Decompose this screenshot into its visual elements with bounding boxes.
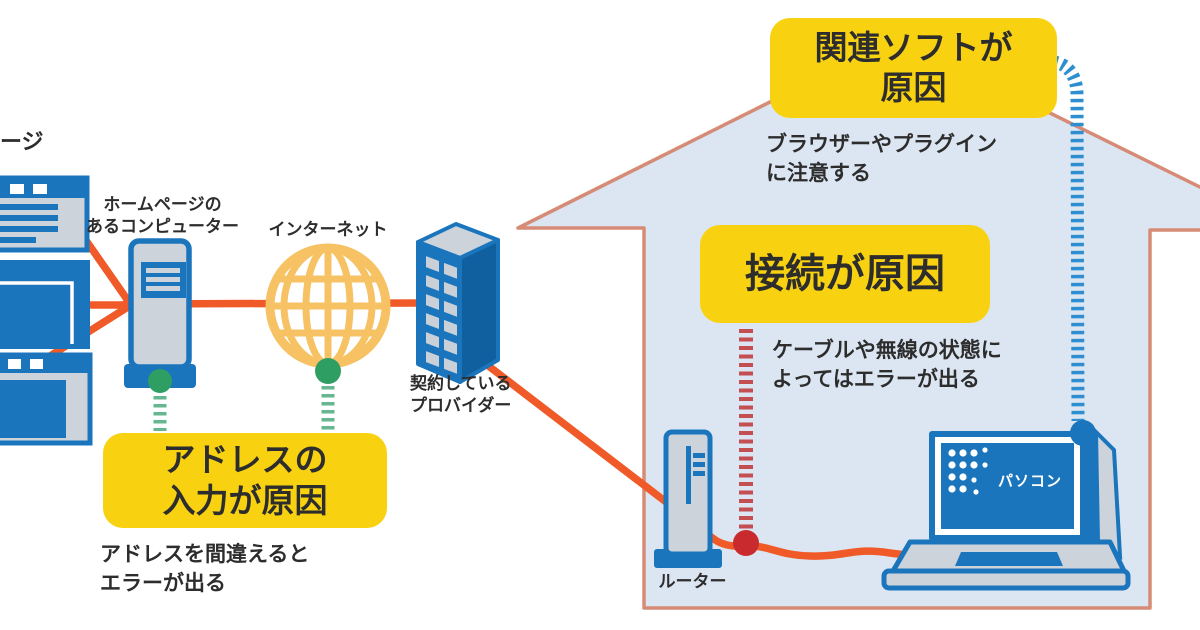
note-software-cause: ブラウザーやプラグイン に注意する (766, 133, 997, 186)
homepage-computer-label: ホームページの あるコンピューター (86, 195, 239, 237)
router-label: ルーター (658, 572, 727, 591)
green-dot-server (148, 369, 172, 393)
pc-dots-logo (948, 447, 988, 495)
browser-window-icon-3 (0, 352, 93, 446)
pc-label: パソコン (998, 473, 1063, 490)
callout-address-cause: アドレスの 入力が原因 (103, 433, 387, 528)
callout-connection-cause: 接続が原因 (700, 225, 990, 323)
globe-icon (265, 243, 391, 369)
note-address-cause: アドレスを間違えると エラーが出る (100, 543, 310, 596)
cable-to-router-and-pc (448, 334, 934, 562)
callout-software-cause: 関連ソフトが 原因 (770, 18, 1057, 118)
router-icon (654, 429, 722, 568)
browser-window-icon-1 (0, 175, 90, 253)
server-tower-icon (124, 238, 196, 388)
blue-dot-laptop (1070, 420, 1096, 446)
red-dot-cable (733, 530, 759, 556)
partial-homepage-label: ージ (0, 129, 44, 154)
note-connection-cause: ケーブルや無線の状態に よってはエラーが出る (772, 339, 1002, 392)
internet-label: インターネット (268, 220, 388, 239)
laptop-icon (881, 427, 1131, 591)
office-building-icon (416, 222, 500, 384)
provider-label: 契約している プロバイダー (410, 374, 512, 416)
browser-window-icon-2 (0, 260, 90, 349)
green-dot-globe (315, 358, 341, 384)
